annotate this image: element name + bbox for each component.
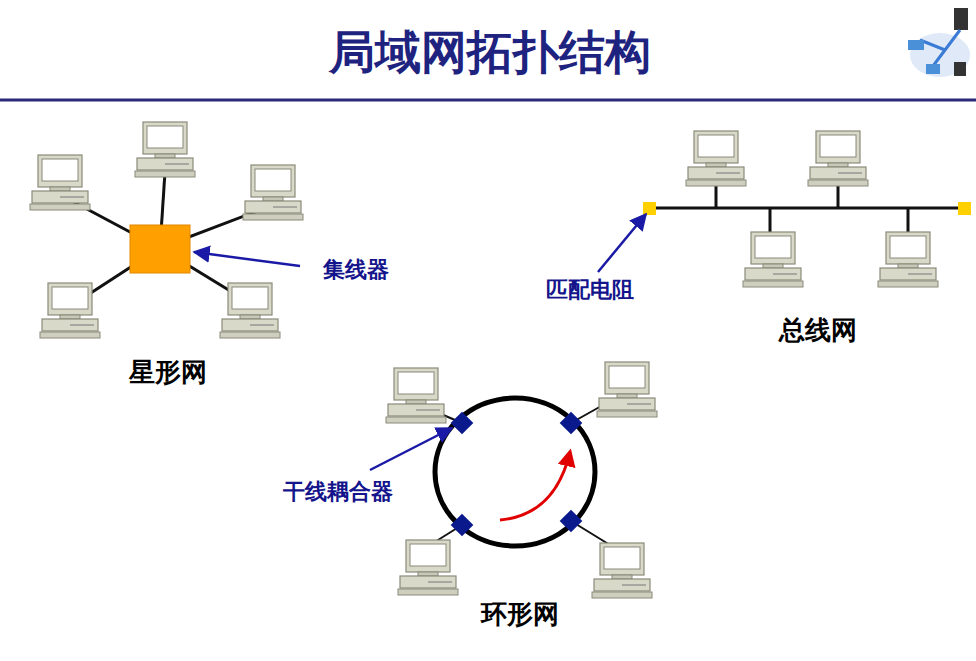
leader-line <box>370 428 452 470</box>
ring-taps <box>420 400 612 545</box>
terminator-resistor <box>958 202 971 215</box>
star-links <box>70 172 260 300</box>
topology-name: 环形网 <box>481 600 559 629</box>
page-title: 局域网拓扑结构 <box>329 27 651 78</box>
leader-line <box>598 214 646 272</box>
network-icon <box>908 8 970 77</box>
direction-arrow <box>500 452 570 520</box>
topology-name: 星形网 <box>129 358 207 387</box>
callout-label: 匹配电阻 <box>546 278 634 302</box>
ring-cable <box>435 398 595 546</box>
computer-icon <box>686 131 938 287</box>
callout-label: 集线器 <box>323 258 389 282</box>
title-rule <box>0 99 976 102</box>
callout-label: 干线耦合器 <box>283 480 393 504</box>
computer-icon <box>30 122 303 338</box>
hub-box <box>130 225 190 273</box>
topology-name: 总线网 <box>779 316 857 345</box>
leader-line <box>194 252 300 266</box>
trunk-coupler <box>451 412 583 537</box>
terminator-resistor <box>643 202 656 215</box>
bus-cable <box>650 180 965 236</box>
computer-icon <box>386 362 657 598</box>
